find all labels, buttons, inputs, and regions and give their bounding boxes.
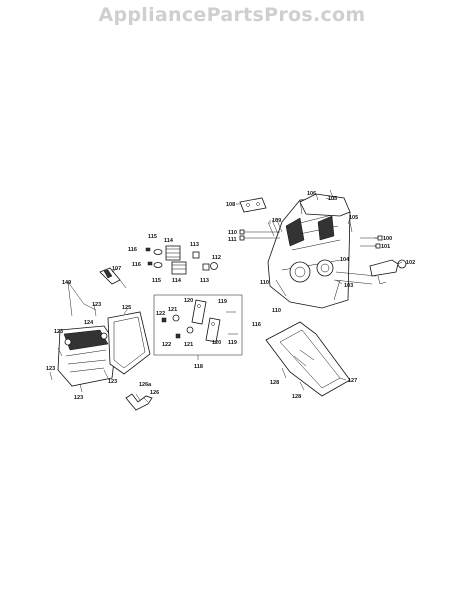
callout-126: 126: [150, 390, 159, 396]
callout-125: 125: [122, 305, 131, 311]
callout-109: 109: [272, 218, 281, 224]
callout-105: 105: [349, 215, 358, 221]
studs-109[interactable]: [267, 217, 283, 237]
cover-gasket-125[interactable]: [107, 311, 151, 375]
callout-113: 113: [200, 278, 209, 284]
callout-114: 114: [172, 278, 182, 284]
callout-128: 128: [292, 394, 301, 400]
callout-101: 101: [381, 244, 390, 250]
callout-100: 100: [383, 236, 392, 242]
spark-plug-107[interactable]: [99, 267, 127, 289]
head-gasket-106[interactable]: [299, 193, 351, 217]
callout-110: 110: [228, 230, 237, 236]
callout-149: 149: [62, 280, 71, 286]
callout-116: 116: [128, 247, 137, 253]
callout-115: 115: [152, 278, 161, 284]
callout-119: 119: [228, 340, 237, 346]
callout-121: 121: [168, 307, 177, 313]
callout-120: 120: [212, 340, 221, 346]
bolt-101[interactable]: [360, 243, 381, 249]
callout-103: 103: [344, 283, 353, 289]
gasket-108[interactable]: [239, 197, 267, 213]
callout-115: 115: [148, 234, 157, 240]
callout-111: 111: [228, 237, 237, 243]
callout-110: 110: [272, 308, 281, 314]
bolts-123[interactable]: [49, 303, 109, 393]
valve-springs-114[interactable]: [165, 245, 187, 275]
leader-lines: [67, 193, 403, 403]
callout-123: 123: [108, 379, 117, 385]
callout-123: 123: [54, 329, 63, 335]
callout-118: 118: [194, 364, 203, 370]
callout-113: 113: [190, 242, 199, 248]
adjust-screws-119[interactable]: [226, 311, 238, 335]
bolts-128[interactable]: [281, 367, 305, 391]
callout-110: 110: [260, 280, 269, 286]
callout-126a: 126a: [139, 382, 152, 388]
callout-116: 116: [252, 322, 261, 328]
callout-102: 102: [406, 260, 415, 266]
callout-119: 119: [218, 299, 227, 305]
rocker-arms-120[interactable]: [191, 299, 221, 343]
bolts-105[interactable]: [329, 189, 353, 233]
intake-pipe-102[interactable]: [369, 259, 407, 285]
cylinder-head[interactable]: [267, 197, 351, 309]
callout-112: 112: [212, 255, 221, 261]
callout-106: 106: [307, 191, 316, 197]
callout-120: 120: [184, 298, 193, 304]
breather-hose-126[interactable]: [125, 393, 153, 411]
callout-labels: 106 105 105 108 109 110 111 100 101 102 …: [46, 191, 415, 401]
callout-116: 116: [132, 262, 141, 268]
retainer-115[interactable]: [153, 249, 163, 268]
valve-stem-113[interactable]: [192, 251, 210, 271]
watermark-logo-text: AppliancePartsPros.com: [98, 4, 366, 26]
bolts-110-111[interactable]: [239, 229, 280, 241]
callout-124: 124: [84, 320, 94, 326]
callout-127: 127: [348, 378, 357, 384]
valve-cover-124[interactable]: [57, 325, 117, 387]
callout-121: 121: [184, 342, 193, 348]
head-bolts-103[interactable]: [333, 271, 377, 285]
callout-114: 114: [164, 238, 174, 244]
callout-123: 123: [74, 395, 83, 401]
callout-108: 108: [226, 202, 235, 208]
callout-128: 128: [270, 380, 279, 386]
valve-cap-112[interactable]: [210, 262, 218, 270]
callout-123: 123: [46, 366, 55, 372]
cotter-116[interactable]: [145, 247, 153, 266]
callout-105: 105: [328, 196, 337, 202]
pivots-121[interactable]: [172, 314, 194, 334]
callout-122: 122: [162, 342, 171, 348]
callout-107: 107: [112, 266, 121, 272]
callout-104: 104: [340, 257, 350, 263]
callout-123: 123: [92, 302, 101, 308]
callout-122: 122: [156, 311, 165, 317]
bolt-100[interactable]: [360, 235, 383, 241]
nuts-122[interactable]: [161, 317, 181, 339]
